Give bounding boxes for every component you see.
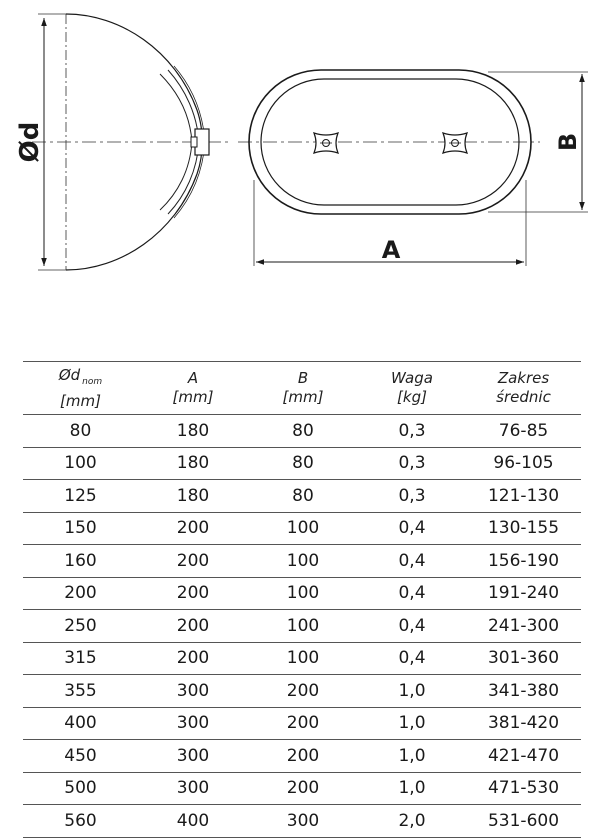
cell-range: 241-300 [466, 609, 581, 643]
cell-diameter: 450 [23, 739, 138, 773]
cell-range: 156-190 [466, 544, 581, 578]
cell-diameter: 560 [23, 804, 138, 838]
cell-range: 121-130 [466, 479, 581, 513]
header-a: A [mm] [172, 369, 214, 406]
cell-diameter: 400 [23, 707, 138, 740]
oval-outer [248, 69, 532, 215]
cell-weight: 1,0 [358, 772, 466, 805]
dimension-a-label: A [382, 236, 401, 264]
cell-b: 100 [248, 512, 358, 545]
cell-a: 200 [138, 642, 248, 675]
cell-range: 96-105 [466, 447, 581, 480]
cell-range: 130-155 [466, 512, 581, 545]
bolt-nut-left [312, 132, 340, 154]
cell-diameter: 100 [23, 447, 138, 480]
cell-b: 200 [248, 739, 358, 773]
cell-weight: 0,4 [358, 544, 466, 578]
cell-b: 80 [248, 479, 358, 513]
cell-diameter: 315 [23, 642, 138, 675]
cell-a: 180 [138, 414, 248, 448]
cell-a: 200 [138, 512, 248, 545]
cell-weight: 1,0 [358, 674, 466, 708]
cell-diameter: 160 [23, 544, 138, 578]
cell-b: 200 [248, 674, 358, 708]
cell-b: 80 [248, 447, 358, 480]
cell-range: 76-85 [466, 414, 581, 448]
bolt-nut-right [441, 132, 469, 154]
side-view: Ød [15, 13, 232, 271]
cell-a: 300 [138, 707, 248, 740]
cell-range: 191-240 [466, 577, 581, 610]
cell-weight: 2,0 [358, 804, 466, 838]
cell-b: 100 [248, 642, 358, 675]
cell-b: 100 [248, 577, 358, 610]
technical-drawing: Ød A B [15, 13, 588, 271]
cell-a: 300 [138, 739, 248, 773]
cell-a: 200 [138, 609, 248, 643]
cell-weight: 1,0 [358, 739, 466, 773]
cell-a: 180 [138, 447, 248, 480]
cell-a: 300 [138, 674, 248, 708]
cell-weight: 0,4 [358, 577, 466, 610]
cell-weight: 1,0 [358, 707, 466, 740]
cell-weight: 0,4 [358, 609, 466, 643]
cell-a: 400 [138, 804, 248, 838]
cell-diameter: 250 [23, 609, 138, 643]
cell-weight: 0,3 [358, 447, 466, 480]
cell-range: 421-470 [466, 739, 581, 773]
cell-weight: 0,4 [358, 512, 466, 545]
cell-b: 200 [248, 707, 358, 740]
cell-b: 100 [248, 609, 358, 643]
cell-a: 200 [138, 577, 248, 610]
cell-b: 100 [248, 544, 358, 578]
cell-weight: 0,3 [358, 414, 466, 448]
cell-diameter: 80 [23, 414, 138, 448]
header-b: B [mm] [282, 369, 324, 406]
cell-a: 200 [138, 544, 248, 578]
header-weight: Waga [kg] [391, 369, 433, 406]
cell-diameter: 355 [23, 674, 138, 708]
oval-inner [260, 78, 520, 206]
cell-b: 200 [248, 772, 358, 805]
diameter-label: Ød [15, 122, 45, 163]
cell-range: 341-380 [466, 674, 581, 708]
cell-diameter: 500 [23, 772, 138, 805]
front-view: A B [238, 69, 588, 266]
cell-weight: 0,4 [358, 642, 466, 675]
cell-range: 301-360 [466, 642, 581, 675]
cell-range: 381-420 [466, 707, 581, 740]
cell-diameter: 150 [23, 512, 138, 545]
cell-diameter: 200 [23, 577, 138, 610]
cell-b: 300 [248, 804, 358, 838]
dimension-b-label: B [554, 133, 582, 151]
cell-range: 471-530 [466, 772, 581, 805]
cell-a: 300 [138, 772, 248, 805]
cell-a: 180 [138, 479, 248, 513]
header-range: Zakres średnic [496, 369, 551, 406]
cell-diameter: 125 [23, 479, 138, 513]
cell-b: 80 [248, 414, 358, 448]
cell-weight: 0,3 [358, 479, 466, 513]
cell-range: 531-600 [466, 804, 581, 838]
